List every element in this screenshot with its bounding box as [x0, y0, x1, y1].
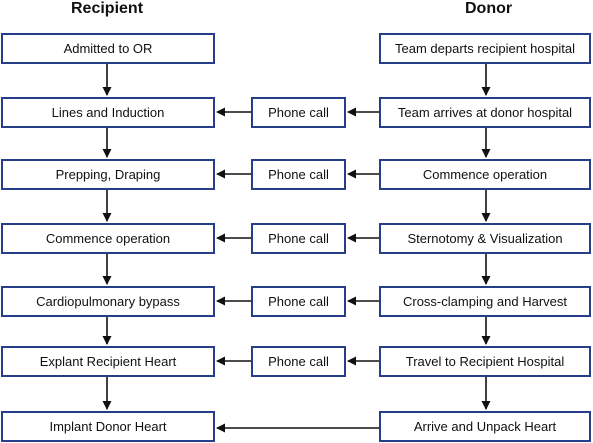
phone-call-label: Phone call	[268, 167, 329, 182]
donor-step-label: Sternotomy & Visualization	[407, 231, 563, 246]
donor-step-box: Team departs recipient hospital	[379, 33, 591, 64]
donor-step-label: Arrive and Unpack Heart	[413, 419, 557, 434]
donor-step-label: Commence operation	[422, 167, 548, 182]
donor-step-label: Team departs recipient hospital	[395, 41, 575, 56]
recipient-heading: Recipient	[71, 0, 144, 17]
phone-call-label: Phone call	[268, 354, 329, 369]
recipient-step-label: Explant Recipient Heart	[39, 354, 177, 369]
phone-call-box: Phone call	[251, 286, 346, 317]
recipient-step-box: Explant Recipient Heart	[1, 346, 215, 377]
recipient-step-label: Implant Donor Heart	[49, 419, 167, 434]
phone-call-label: Phone call	[268, 105, 329, 120]
phone-call-box: Phone call	[251, 97, 346, 128]
phone-call-box: Phone call	[251, 346, 346, 377]
recipient-step-box: Prepping, Draping	[1, 159, 215, 190]
recipient-step-label: Commence operation	[45, 231, 171, 246]
recipient-step-label: Admitted to OR	[63, 41, 153, 56]
donor-step-label: Travel to Recipient Hospital	[405, 354, 565, 369]
donor-step-box: Cross-clamping and Harvest	[379, 286, 591, 317]
donor-heading: Donor	[465, 0, 513, 17]
recipient-step-box: Admitted to OR	[1, 33, 215, 64]
recipient-step-label: Prepping, Draping	[55, 167, 161, 182]
donor-step-box: Commence operation	[379, 159, 591, 190]
recipient-step-box: Implant Donor Heart	[1, 411, 215, 442]
donor-step-box: Team arrives at donor hospital	[379, 97, 591, 128]
phone-call-label: Phone call	[268, 294, 329, 309]
donor-step-box: Sternotomy & Visualization	[379, 223, 591, 254]
phone-call-box: Phone call	[251, 223, 346, 254]
recipient-step-box: Cardiopulmonary bypass	[1, 286, 215, 317]
recipient-step-label: Cardiopulmonary bypass	[36, 294, 180, 309]
donor-step-box: Travel to Recipient Hospital	[379, 346, 591, 377]
phone-call-box: Phone call	[251, 159, 346, 190]
recipient-step-label: Lines and Induction	[51, 105, 165, 120]
recipient-step-box: Lines and Induction	[1, 97, 215, 128]
donor-step-label: Cross-clamping and Harvest	[402, 294, 567, 309]
donor-step-label: Team arrives at donor hospital	[397, 105, 573, 120]
recipient-step-box: Commence operation	[1, 223, 215, 254]
phone-call-label: Phone call	[268, 231, 329, 246]
donor-step-box: Arrive and Unpack Heart	[379, 411, 591, 442]
